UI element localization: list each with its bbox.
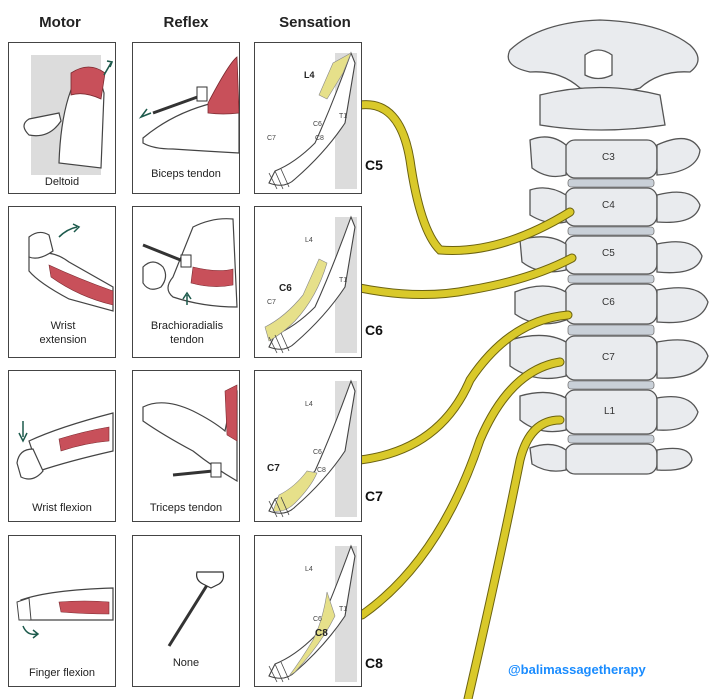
reflex-cell-biceps: Biceps tendon: [132, 42, 240, 194]
sens-main-label-c8: C8: [315, 628, 328, 639]
c5-dermatome-figure: [268, 51, 357, 190]
vertebra-label-c5: C5: [602, 248, 615, 259]
header-sensation: Sensation: [279, 14, 351, 31]
motor-caption-finger-flexion: Finger flexion: [28, 667, 96, 679]
sens-label-c6-1: L4: [305, 237, 313, 244]
reflex-caption-triceps: Triceps tendon: [149, 502, 223, 514]
motor-cell-wrist-extension: Wrist extension: [8, 206, 116, 358]
reflex-caption-none: None: [172, 657, 200, 669]
motor-caption-deltoid: Deltoid: [44, 176, 80, 188]
vertebra-label-c6: C6: [602, 297, 615, 308]
sens-label-c5-1: C6: [313, 121, 322, 128]
sensation-cell-c7: C7 L4 C6 C8: [254, 370, 362, 522]
reflex-cell-none: None: [132, 535, 240, 687]
motor-caption-wrist-extension: Wrist extension: [39, 320, 87, 346]
reflex-caption-brachioradialis: Brachioradialis tendon: [150, 320, 224, 346]
triceps-reflex-figure: [142, 384, 238, 483]
sens-label-c5-4: C8: [315, 135, 324, 142]
sens-label-c7-3: C8: [317, 467, 326, 474]
motor-caption-wrist-flexion: Wrist flexion: [32, 502, 92, 514]
level-label-c5: C5: [365, 157, 383, 173]
vertebra-label-c3: C3: [602, 152, 615, 163]
sens-label-c6-3: C7: [267, 299, 276, 306]
reflex-cell-brachioradialis: Brachioradialis tendon: [132, 206, 240, 358]
sensation-cell-c5: L4 C6 T1 C7 C8: [254, 42, 362, 194]
level-label-c8: C8: [365, 655, 383, 671]
sens-label-c6-2: T1: [339, 277, 348, 284]
deltoid-figure: [23, 55, 114, 175]
vertebra-label-c7: C7: [602, 352, 615, 363]
sens-label-c7-2: C6: [313, 449, 322, 456]
reflex-caption-biceps: Biceps tendon: [151, 168, 221, 180]
motor-cell-wrist-flexion: Wrist flexion: [8, 370, 116, 522]
biceps-reflex-figure: [138, 56, 239, 154]
sens-main-label-c5: L4: [304, 70, 315, 80]
sens-label-c5-2: T1: [339, 113, 348, 120]
level-label-c7: C7: [365, 488, 383, 504]
sensation-cell-c6: C6 L4 T1 C7: [254, 206, 362, 358]
level-label-c6: C6: [365, 322, 383, 338]
header-reflex: Reflex: [163, 14, 209, 31]
c8-dermatome-figure: [268, 544, 357, 683]
sens-main-label-c7: C7: [267, 463, 280, 474]
reflex-cell-triceps: Triceps tendon: [132, 370, 240, 522]
sens-label-c8-1: L4: [305, 566, 313, 573]
sens-label-c7-1: L4: [305, 401, 313, 408]
c7-dermatome-figure: [268, 379, 357, 518]
reflex-hammer-icon: [167, 571, 225, 647]
motor-cell-finger-flexion: Finger flexion: [8, 535, 116, 687]
sens-label-c5-3: C7: [267, 135, 276, 142]
sensation-cell-c8: C8 L4 C6 T1: [254, 535, 362, 687]
watermark-handle: @balimassagetherapy: [508, 662, 646, 677]
vertebra-label-l1: L1: [604, 406, 616, 417]
vertebra-label-c4: C4: [602, 200, 615, 211]
wrist-extension-figure: [28, 223, 114, 312]
sens-main-label-c6: C6: [279, 283, 292, 294]
sens-label-c8-3: T1: [339, 606, 348, 613]
sens-label-c8-2: C6: [313, 616, 322, 623]
header-motor: Motor: [39, 14, 81, 31]
motor-cell-deltoid: Deltoid: [8, 42, 116, 194]
finger-flexion-figure: [16, 587, 114, 639]
wrist-flexion-figure: [16, 412, 114, 480]
c6-dermatome-figure: [264, 215, 357, 354]
brachioradialis-reflex-figure: [142, 218, 238, 308]
